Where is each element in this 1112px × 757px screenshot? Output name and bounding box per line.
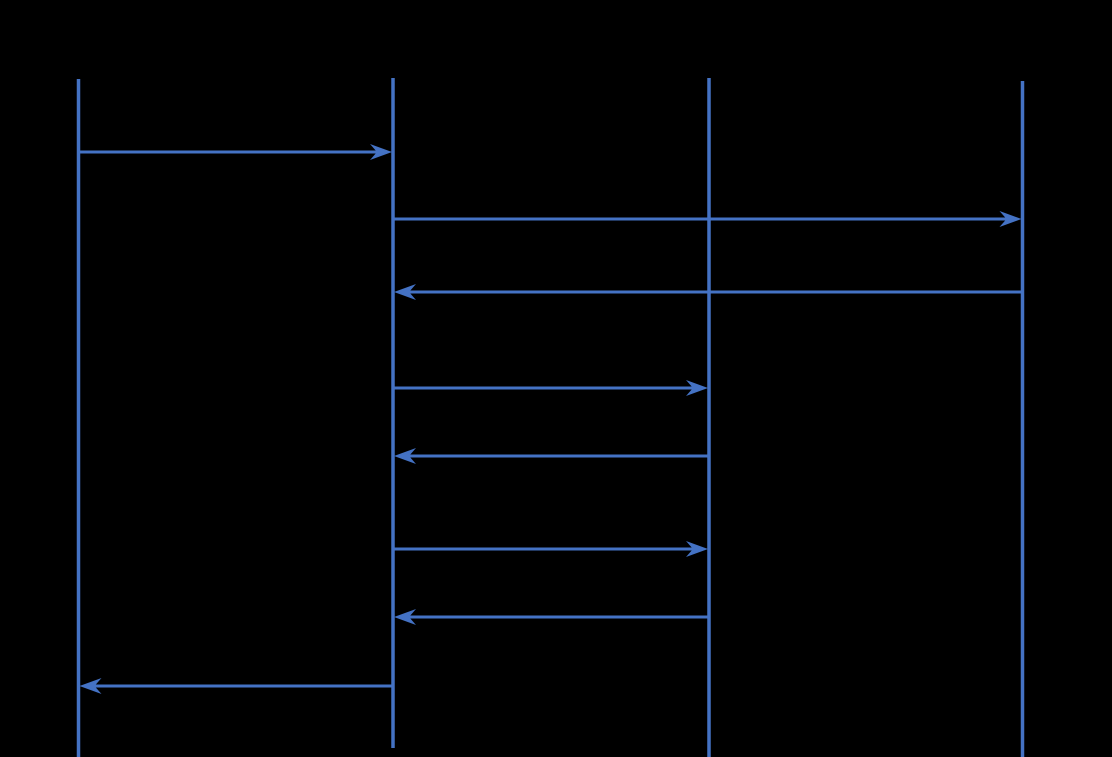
message-arrowhead — [686, 380, 708, 396]
message-6 — [393, 541, 708, 557]
message-arrowhead — [370, 144, 392, 160]
message-1 — [78, 144, 392, 160]
message-arrowhead — [394, 284, 416, 300]
message-7 — [394, 609, 709, 625]
message-5 — [394, 448, 709, 464]
message-8 — [79, 678, 393, 694]
message-arrowhead — [79, 678, 102, 694]
message-arrowhead — [394, 448, 416, 464]
message-2 — [393, 211, 1022, 227]
message-arrowhead — [686, 541, 708, 557]
message-3 — [394, 284, 1023, 300]
message-arrowhead — [999, 211, 1022, 227]
message-arrowhead — [394, 609, 416, 625]
message-4 — [393, 380, 708, 396]
